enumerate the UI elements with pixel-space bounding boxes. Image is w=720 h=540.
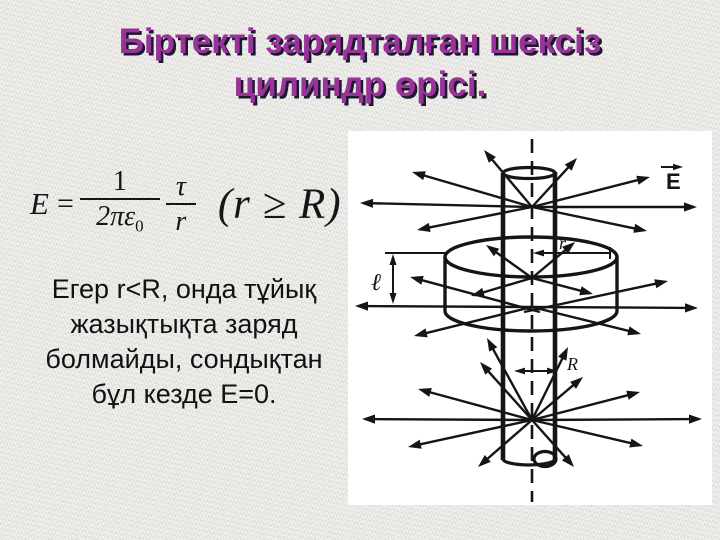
gauss-radius-label: r xyxy=(559,233,567,253)
body-text: Егер r<R, онда тұйық жазықтықта заряд бо… xyxy=(45,274,323,409)
cylinder-radius-marker xyxy=(514,367,558,375)
fraction1-denominator: 2πε0 xyxy=(96,200,144,242)
fraction2-bar xyxy=(165,202,196,205)
formula-block: E = 1 2πε0 τ r (r ≥ R) xyxy=(30,160,360,248)
length-dimension xyxy=(385,252,447,304)
field-vector-hat-arrow xyxy=(661,163,683,171)
cylinder-radius-label: R xyxy=(566,354,578,374)
gauss-radius-marker xyxy=(533,247,611,259)
fraction1-denominator-main: 2πε xyxy=(96,200,136,232)
slide-title: Біртекті зарядталған шексіз цилиндр өріс… xyxy=(118,22,602,104)
cylinder-field-diagram: E ℓ r R xyxy=(348,131,712,505)
field-arrows xyxy=(355,150,702,467)
formula-equals: = xyxy=(56,187,74,220)
length-label: ℓ xyxy=(371,270,381,296)
fraction1-bar xyxy=(79,197,160,200)
fraction2-numerator: τ xyxy=(175,170,186,202)
formula-fraction-coefficient: 1 2πε0 xyxy=(79,165,160,242)
cylinder-bottom-edge xyxy=(501,458,557,467)
fraction1-denominator-subscript: 0 xyxy=(135,216,144,236)
cylinder-bottom-rim xyxy=(532,449,558,469)
fraction2-denominator: r xyxy=(175,205,187,237)
field-vector-label: E xyxy=(666,169,681,194)
cylinder-top-rim xyxy=(501,165,557,181)
formula-fraction-tau-over-r: τ r xyxy=(165,170,196,237)
formula-lhs: E xyxy=(30,186,49,221)
fraction1-numerator: 1 xyxy=(112,165,127,197)
drum-bottom-arc xyxy=(443,310,619,333)
formula-condition: (r ≥ R) xyxy=(217,180,342,228)
